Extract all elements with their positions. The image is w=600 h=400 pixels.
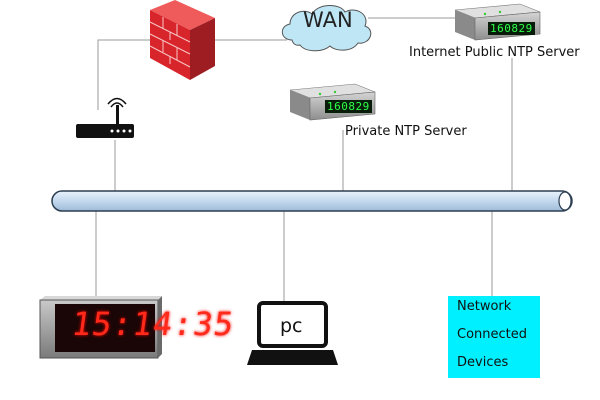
network-connected-devices-box: Network Connected Devices [448,296,540,378]
connection-lines [95,17,513,302]
devices-line-3: Devices [457,355,509,370]
firewall-icon [149,0,215,80]
clock-display: 15:14:35 [69,305,237,343]
network-bus [51,190,573,212]
private-ntp-server [289,83,376,121]
pc-label: pc [280,315,303,337]
line-router-firewall [97,39,155,110]
private-ntp-server-label: Private NTP Server [345,124,467,139]
cloud-icon [281,5,372,52]
devices-line-2: Connected [457,327,528,342]
internet-ntp-server-label: Internet Public NTP Server [409,45,580,60]
private-server-display: 160829 [325,100,372,113]
laptop-icon [247,301,338,365]
wan-label: WAN [303,8,353,32]
router-icon [76,97,134,138]
devices-line-1: Network [457,299,512,314]
internet-server-display: 160829 [488,22,535,35]
digital-clock-icon [39,296,162,359]
